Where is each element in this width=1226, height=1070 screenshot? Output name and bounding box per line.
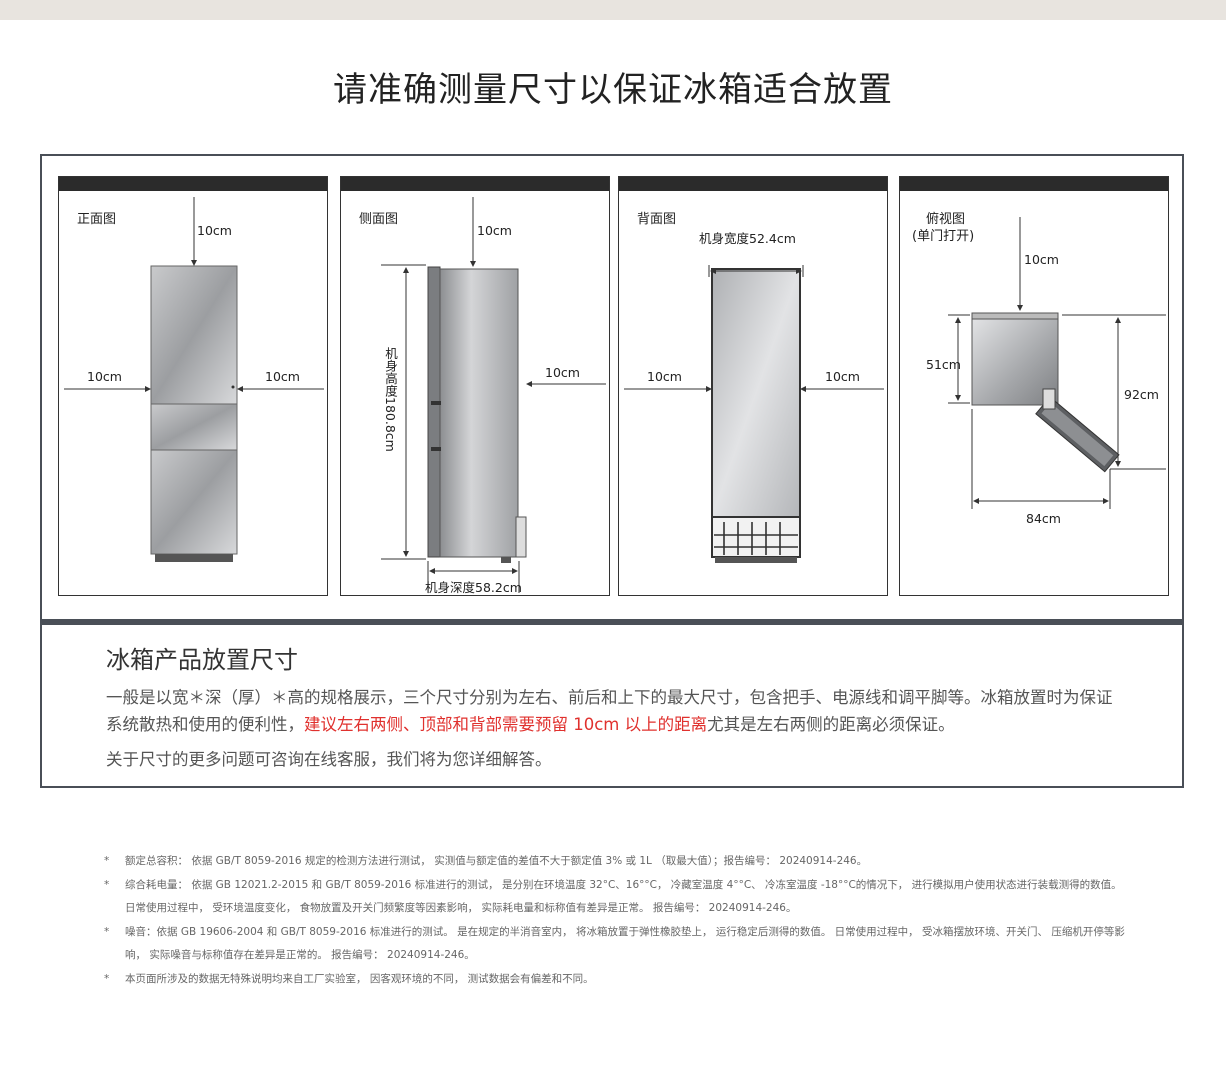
footnote-text: 额定总容积： 依据 GB/T 8059-2016 规定的检测方法进行测试， 实测…: [125, 855, 868, 867]
footnote-star: *: [104, 925, 110, 938]
top-band: [0, 0, 1226, 20]
back-right-clearance: 10cm: [825, 369, 860, 384]
top-view-total-depth: 92cm: [1124, 387, 1159, 402]
side-back-clearance: 10cm: [545, 365, 580, 380]
panel-header-bar: [900, 177, 1168, 191]
back-left-clearance: 10cm: [647, 369, 682, 384]
top-view-width: 84cm: [1026, 511, 1061, 526]
side-view-panel: 侧面图 10cm 机身高度180.8cm 10cm 机身深度58.2cm: [340, 176, 610, 596]
front-view-label: 正面图: [77, 212, 117, 227]
footnote-item: * 本页面所涉及的数据无特殊说明均来自工厂实验室， 因客观环境的不同， 测试数据会…: [104, 968, 1134, 992]
footnote-star: *: [104, 972, 110, 985]
top-view-fridge-drawing: [948, 217, 1166, 509]
top-view-panel: 俯视图 (单门打开) 10cm 51cm 92cm 84cm: [899, 176, 1169, 596]
body-text-1: 一般是以宽＊深（厚）＊高的规格展示，三个尺寸分别为左右、前后和上下的最大尺寸，包…: [106, 688, 1113, 734]
footnotes: * 额定总容积： 依据 GB/T 8059-2016 规定的检测方法进行测试， 实…: [104, 850, 1134, 991]
side-fridge-drawing: [381, 197, 606, 593]
panel-header-bar: [59, 177, 327, 191]
side-height-label: 机身高度180.8cm: [383, 347, 398, 452]
side-top-clearance: 10cm: [477, 223, 512, 238]
section-title: 冰箱产品放置尺寸: [106, 646, 298, 674]
footnote-item: * 综合耗电量： 依据 GB 12021.2-2015 和 GB/T 8059-2…: [104, 874, 1134, 921]
dimensions-frame: 正面图 10cm 10cm 10cm: [40, 154, 1184, 788]
back-view-label: 背面图: [637, 212, 677, 227]
footnote-text: 综合耗电量： 依据 GB 12021.2-2015 和 GB/T 8059-20…: [125, 878, 1122, 915]
front-view-panel: 正面图 10cm 10cm 10cm: [58, 176, 328, 596]
body-text-2: 尤其是左右两侧的距离必须保证。: [707, 715, 955, 734]
footnote-text: 本页面所涉及的数据无特殊说明均来自工厂实验室， 因客观环境的不同， 测试数据会有…: [125, 972, 594, 985]
section-body: 一般是以宽＊深（厚）＊高的规格展示，三个尺寸分别为左右、前后和上下的最大尺寸，包…: [106, 684, 1126, 738]
footnote-text: 噪音：依据 GB 19606-2004 和 GB/T 8059-2016 标准进…: [125, 925, 1125, 962]
footnote-item: * 额定总容积： 依据 GB/T 8059-2016 规定的检测方法进行测试， 实…: [104, 850, 1134, 874]
panel-header-bar: [341, 177, 609, 191]
side-depth-label: 机身深度58.2cm: [425, 580, 522, 595]
back-view-panel: 背面图 机身宽度52.4cm 10cm 10cm: [618, 176, 888, 596]
page-title: 请准确测量尺寸以保证冰箱适合放置: [333, 70, 893, 110]
top-view-back-clearance: 10cm: [1024, 252, 1059, 267]
front-right-clearance: 10cm: [265, 369, 300, 384]
top-view-sublabel: (单门打开): [912, 229, 975, 244]
side-view-label: 侧面图: [359, 212, 399, 227]
panel-header-bar: [619, 177, 887, 191]
front-left-clearance: 10cm: [87, 369, 122, 384]
diagram-panels: 正面图 10cm 10cm 10cm: [42, 156, 1182, 619]
section-divider: [42, 619, 1182, 625]
back-width-label: 机身宽度52.4cm: [699, 231, 796, 246]
top-view-label: 俯视图: [926, 212, 966, 227]
top-view-body-depth: 51cm: [926, 357, 961, 372]
front-top-clearance: 10cm: [197, 223, 232, 238]
footnote-star: *: [104, 878, 110, 891]
back-fridge-drawing: [624, 265, 884, 563]
body-highlight: 建议左右两侧、顶部和背部需要预留 10cm 以上的距离: [304, 715, 708, 734]
section-note: 关于尺寸的更多问题可咨询在线客服，我们将为您详细解答。: [106, 750, 552, 769]
footnote-star: *: [104, 855, 110, 867]
footnote-item: * 噪音：依据 GB 19606-2004 和 GB/T 8059-2016 标准…: [104, 921, 1134, 968]
front-fridge-drawing: [64, 197, 324, 562]
